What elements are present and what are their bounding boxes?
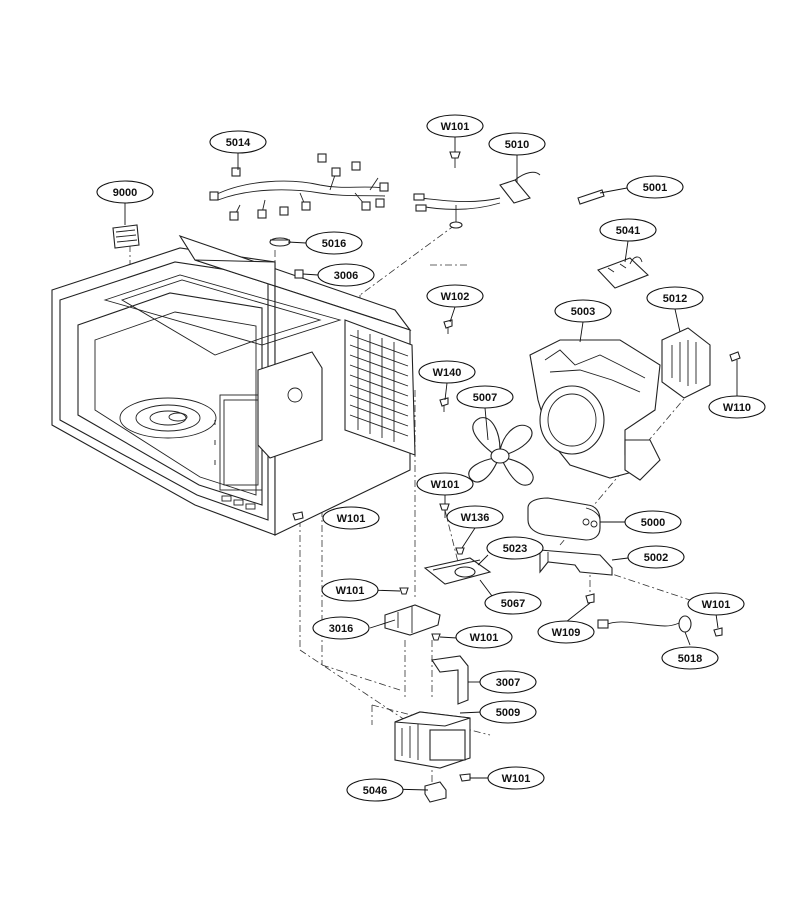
callout-5014: 5014 xyxy=(209,130,267,154)
svg-text:W140: W140 xyxy=(433,367,462,379)
svg-text:5067: 5067 xyxy=(501,598,525,610)
svg-text:9000: 9000 xyxy=(113,187,137,199)
callout-5016: 5016 xyxy=(305,231,363,255)
part-w101-top-screw xyxy=(449,151,461,168)
part-w101-bottom-screw xyxy=(459,773,471,782)
part-5000-capacitor xyxy=(527,497,601,541)
svg-text:5001: 5001 xyxy=(643,182,667,194)
callout-w136: W136 xyxy=(446,505,504,529)
callout-5018: 5018 xyxy=(661,646,719,670)
part-labels: 5014 W101 5010 9000 5001 5016 5041 3006 … xyxy=(96,114,766,802)
part-9000-pad xyxy=(112,224,140,249)
callout-w101-bracket: W101 xyxy=(321,578,379,602)
part-w101-3016-screw xyxy=(431,633,441,641)
svg-text:W102: W102 xyxy=(441,291,470,303)
callout-w101-right: W101 xyxy=(687,592,745,616)
svg-text:W136: W136 xyxy=(461,512,490,524)
callout-5001: 5001 xyxy=(626,175,684,199)
svg-text:5002: 5002 xyxy=(644,552,668,564)
part-5016-thermostat xyxy=(269,237,291,247)
callout-w101-mid: W101 xyxy=(416,472,474,496)
callout-5023: 5023 xyxy=(486,536,544,560)
callout-5003: 5003 xyxy=(554,299,612,323)
part-5007-fan xyxy=(468,417,534,486)
part-3016-bracket xyxy=(384,604,441,636)
callout-5010: 5010 xyxy=(488,132,546,156)
part-5012-bracket xyxy=(661,327,711,399)
callout-5046: 5046 xyxy=(346,778,404,802)
callout-w109: W109 xyxy=(537,620,595,644)
callout-w101-left: W101 xyxy=(322,506,380,530)
callout-w140: W140 xyxy=(418,360,476,384)
part-w101-mid-screw xyxy=(439,503,450,518)
part-w109-screw xyxy=(585,593,595,604)
callout-5002: 5002 xyxy=(627,545,685,569)
svg-text:5014: 5014 xyxy=(226,137,251,149)
svg-text:W101: W101 xyxy=(336,585,365,597)
callout-5009: 5009 xyxy=(479,700,537,724)
svg-text:W101: W101 xyxy=(337,513,366,525)
callout-w101-3016: W101 xyxy=(455,625,513,649)
part-w101-cavity-screw xyxy=(292,511,304,521)
svg-text:5010: 5010 xyxy=(505,139,529,151)
part-w102-screw xyxy=(443,319,453,334)
svg-text:5012: 5012 xyxy=(663,293,687,305)
callout-w101-bottom: W101 xyxy=(487,766,545,790)
callout-3016: 3016 xyxy=(312,616,370,640)
svg-text:5000: 5000 xyxy=(641,517,665,529)
svg-text:5018: 5018 xyxy=(678,653,702,665)
part-5002-bracket xyxy=(539,549,613,576)
callout-3006: 3006 xyxy=(317,263,375,287)
callout-5000: 5000 xyxy=(624,510,682,534)
svg-text:3016: 3016 xyxy=(329,623,353,635)
part-5003-duct xyxy=(529,339,661,481)
callout-5012: 5012 xyxy=(646,286,704,310)
leader-lines xyxy=(124,137,738,791)
svg-text:W101: W101 xyxy=(431,479,460,491)
svg-text:5046: 5046 xyxy=(363,785,387,797)
svg-text:5016: 5016 xyxy=(322,238,346,250)
svg-text:3006: 3006 xyxy=(334,270,358,282)
cavity-vent-grille xyxy=(349,330,409,442)
part-5014-harness xyxy=(209,153,389,221)
svg-text:W101: W101 xyxy=(502,773,531,785)
part-w140-screw xyxy=(439,397,449,412)
part-5010-wire xyxy=(413,171,541,229)
oven-cavity xyxy=(51,234,416,536)
svg-text:5003: 5003 xyxy=(571,306,595,318)
callout-3007: 3007 xyxy=(479,670,537,694)
callout-5007: 5007 xyxy=(456,385,514,409)
callout-9000: 9000 xyxy=(96,180,154,204)
svg-text:W101: W101 xyxy=(702,599,731,611)
svg-text:5009: 5009 xyxy=(496,707,520,719)
part-5041-board xyxy=(597,256,650,289)
svg-text:5041: 5041 xyxy=(616,225,640,237)
part-w101-left-screw xyxy=(399,587,409,595)
part-5018-lead xyxy=(597,615,692,633)
svg-text:5007: 5007 xyxy=(473,392,497,404)
part-5067-switch xyxy=(423,557,492,585)
callout-w102: W102 xyxy=(426,284,484,308)
part-w110-screw xyxy=(729,351,741,362)
callout-5067: 5067 xyxy=(484,591,542,615)
svg-text:W101: W101 xyxy=(470,632,499,644)
part-5001-fuse xyxy=(577,189,605,205)
part-3007-bracket xyxy=(431,655,469,705)
part-w101-right-screw xyxy=(713,627,723,637)
svg-text:W110: W110 xyxy=(723,402,751,414)
svg-text:W109: W109 xyxy=(552,627,581,639)
svg-text:W101: W101 xyxy=(441,121,470,133)
part-3006-clip xyxy=(294,269,304,279)
callout-w110: W110 xyxy=(708,395,766,419)
svg-text:3007: 3007 xyxy=(496,677,520,689)
svg-text:5023: 5023 xyxy=(503,543,527,555)
part-5046-diode xyxy=(424,781,447,803)
part-5009-transformer xyxy=(394,711,471,769)
callout-w101-top: W101 xyxy=(426,114,484,138)
part-w136-screw xyxy=(455,547,465,555)
callout-5041: 5041 xyxy=(599,218,657,242)
